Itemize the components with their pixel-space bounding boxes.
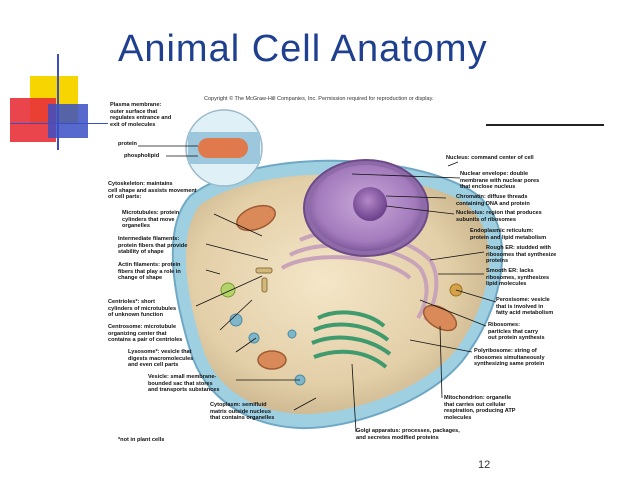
deco-horizontal-line	[10, 123, 108, 124]
label-vesicle: Vesicle: small membrane-bounded sac that…	[148, 374, 220, 394]
leader-lines	[138, 145, 497, 433]
title-rule	[486, 124, 604, 126]
mitochondria	[236, 204, 458, 370]
golgi-apparatus	[311, 310, 392, 369]
page-number: 12	[478, 459, 491, 471]
label-phospholipid: phospholipid	[124, 153, 160, 159]
slide-title: Animal Cell Anatomy	[118, 28, 488, 70]
label-endoplasmic-reticulum: Endoplasmic reticulum:protein and lipid …	[470, 228, 547, 241]
centrioles	[255, 267, 273, 293]
label-nucleus: Nucleus: command center of cell	[446, 155, 534, 161]
label-golgi-apparatus: Golgi apparatus: processes, packages,and…	[356, 428, 460, 441]
deco-blue-square	[48, 104, 88, 138]
label-not-in-plant-cells: *not in plant cells	[118, 437, 165, 443]
copyright-notice: Copyright © The McGraw-Hill Companies, I…	[204, 96, 434, 102]
nucleolus	[353, 187, 387, 221]
label-intermediate-filaments: Intermediate filaments:protein fibers th…	[118, 236, 188, 256]
label-protein: protein	[118, 141, 137, 147]
deco-vertical-line	[57, 54, 59, 150]
